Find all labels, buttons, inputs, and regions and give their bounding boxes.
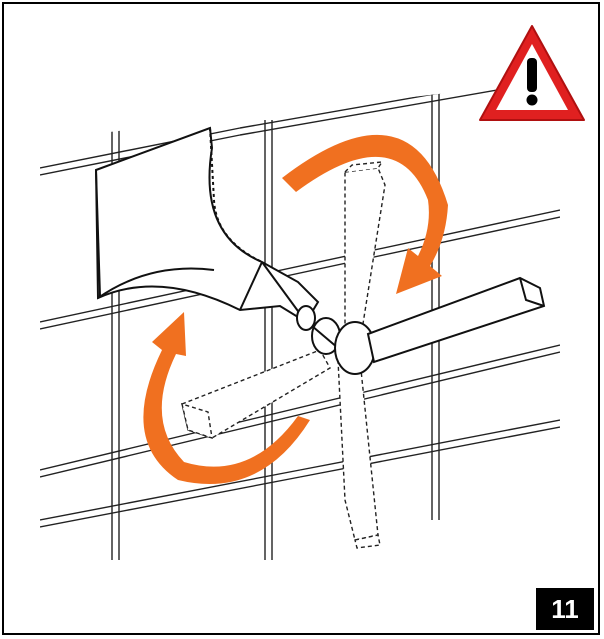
warning-triangle-icon — [479, 25, 585, 121]
curved-arrow-icon — [143, 312, 310, 484]
curved-arrow-icon — [282, 134, 448, 294]
ghost-handle-up — [344, 161, 386, 333]
faucet-body — [94, 126, 320, 324]
ghost-handle-down — [337, 359, 381, 549]
faucet-handle — [366, 276, 546, 364]
faucet-valve — [296, 305, 376, 375]
rotation-arrows — [143, 134, 448, 484]
ghost-handle-left — [181, 349, 331, 440]
step-number-badge: 11 — [536, 588, 594, 630]
